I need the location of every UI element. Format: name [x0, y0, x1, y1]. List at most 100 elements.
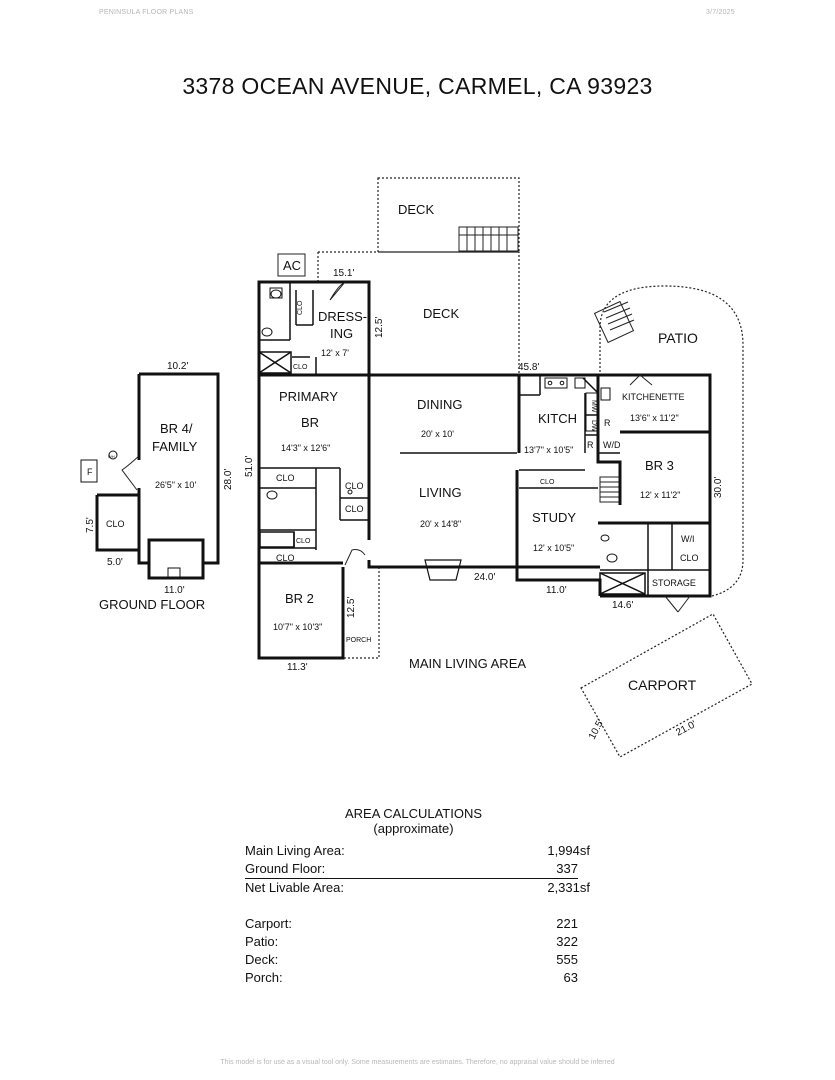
kitch-size: 13'7" x 10'5" [524, 445, 573, 455]
refrigerator-label-1: R [604, 418, 611, 428]
dim-10-2: 10.2' [167, 361, 188, 372]
dim-7-5: 7.5' [85, 517, 96, 533]
primary-size: 14'3" x 12'6" [281, 443, 330, 453]
area-row: Patio: 322 [245, 933, 590, 951]
area-row: Porch: 63 [245, 969, 590, 987]
br3-size: 12' x 11'2" [640, 490, 681, 500]
dim-11-0: 11.0' [546, 585, 567, 596]
area-row-label: Net Livable Area: [245, 880, 345, 895]
dim-21-0: 21.0' [674, 719, 698, 739]
dim-24-0: 24.0' [474, 572, 495, 583]
clo-ground: CLO [106, 519, 125, 529]
area-row: Carport: 221 [245, 915, 590, 933]
walk-in-label-1: W/I [681, 534, 695, 544]
date-header: 3/7/2025 [706, 9, 735, 16]
ground-floor-fixtures [80, 450, 181, 578]
deck-label: DECK [423, 306, 459, 321]
area-row: Main Living Area: 1,994sf [245, 842, 590, 860]
dim-5-0: 5.0' [107, 557, 123, 568]
br4-label-2: FAMILY [152, 439, 198, 454]
patio-label: PATIO [658, 330, 698, 346]
dim-10-5: 10.5' [587, 717, 607, 741]
carport-label: CARPORT [628, 677, 697, 693]
area-title: AREA CALCULATIONS [344, 806, 483, 821]
primary-label-2: BR [301, 415, 319, 430]
area-row: Net Livable Area: 2,331sf [245, 879, 590, 897]
ground-floor-walls [95, 372, 220, 580]
dining-size: 20' x 10' [421, 429, 454, 439]
deck-outlines [317, 177, 753, 758]
dim-51-0: 51.0' [244, 456, 255, 477]
area-row-value: 555 [556, 952, 578, 967]
clo-dressing: CLO [297, 300, 304, 315]
br4-size: 26'5" x 10' [155, 480, 196, 490]
dim-14-6: 14.6' [612, 600, 633, 611]
dim-15-1: 15.1' [333, 268, 354, 279]
main-house-walls [257, 280, 712, 660]
dim-11-0-b: 11.0' [164, 585, 185, 596]
dressing-label-2: ING [330, 326, 353, 341]
brand-header: PENINSULA FLOOR PLANS [99, 9, 194, 16]
living-size: 20' x 14'8" [420, 519, 461, 529]
area-row-label: Ground Floor: [245, 861, 326, 876]
walk-in-label-2: CLO [680, 553, 699, 563]
br2-size: 10'7" x 10'3" [273, 622, 322, 632]
kitchenette-label: KITCHENETTE [622, 392, 685, 402]
living-label: LIVING [419, 485, 462, 500]
area-row-value: 2,331sf [547, 880, 590, 895]
refrigerator-label-2: R [587, 440, 594, 450]
area-row-label: Deck: [245, 952, 279, 967]
clo-bath-2: CLO [296, 538, 311, 545]
room-labels: DECK DECK AC DRESS- ING 12' x 7' CLO CLO… [87, 202, 699, 693]
ground-floor-label: GROUND FLOOR [99, 597, 205, 612]
ac-label: AC [283, 258, 301, 273]
porch-label: PORCH [346, 637, 371, 644]
kitch-label: KITCH [538, 411, 577, 426]
area-row-label: Main Living Area: [245, 843, 345, 858]
primary-label-1: PRIMARY [279, 389, 338, 404]
water-heater-label: WH [108, 454, 115, 459]
clo-hall-2: CLO [345, 504, 364, 514]
kitchen-appliances [261, 287, 618, 563]
disclaimer-footer: This model is for use as a visual tool o… [220, 1059, 615, 1066]
br3-label: BR 3 [645, 458, 674, 473]
dim-30-0: 30.0' [713, 477, 724, 498]
area-row-value: 63 [563, 970, 578, 985]
area-calculations: AREA CALCULATIONS (approximate) Main Liv… [245, 806, 590, 987]
area-row-label: Patio: [245, 934, 279, 949]
washer-dryer-label: W/D [603, 440, 621, 450]
dressing-label-1: DRESS- [318, 309, 367, 324]
area-row-value: 322 [556, 934, 578, 949]
main-living-area-label: MAIN LIVING AREA [409, 656, 526, 671]
clo-living: CLO [540, 479, 555, 486]
area-subtitle: (approximate) [373, 821, 454, 836]
dim-12-5-b: 12.5' [346, 597, 357, 618]
dimension-labels: 15.1' 12.5' 45.8' 51.0' 30.0' 24.0' 11.0… [85, 268, 724, 741]
area-row-value: 1,994sf [547, 843, 590, 858]
area-row-label: Porch: [245, 970, 283, 985]
page-title: 3378 OCEAN AVENUE, CARMEL, CA 93923 [182, 73, 653, 99]
area-row-value: 337 [556, 861, 578, 876]
dressing-size: 12' x 7' [321, 348, 349, 358]
clo-primary-1: CLO [276, 473, 295, 483]
furnace-label: F [87, 467, 93, 477]
deck-stairs [458, 226, 635, 503]
dim-28-0: 28.0' [223, 469, 234, 490]
mw-label: MW [590, 400, 597, 413]
dim-11-3: 11.3' [287, 662, 308, 673]
area-row-label: Carport: [245, 916, 292, 931]
area-row: Deck: 555 [245, 951, 590, 969]
study-label: STUDY [532, 510, 576, 525]
study-size: 12' x 10'5" [533, 543, 574, 553]
br2-label: BR 2 [285, 591, 314, 606]
deck-upper-label: DECK [398, 202, 434, 217]
clo-br2: CLO [276, 553, 295, 563]
dining-label: DINING [417, 397, 463, 412]
area-row: Ground Floor: 337 [245, 860, 578, 879]
area-row-value: 221 [556, 916, 578, 931]
interior-walls [258, 282, 710, 596]
ac-unit [277, 253, 306, 277]
storage-label: STORAGE [652, 578, 696, 588]
kitchenette-size: 13'6" x 11'2" [630, 413, 679, 423]
